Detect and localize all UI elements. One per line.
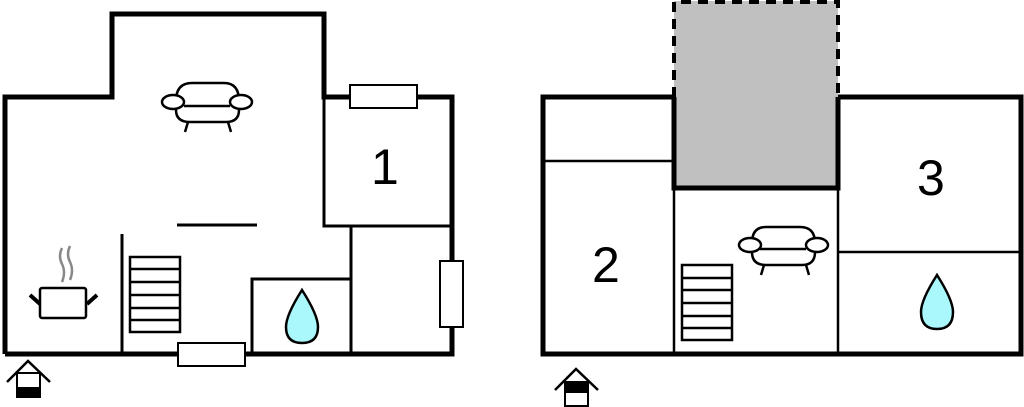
water-drop-icon	[919, 272, 955, 331]
house-entrance-upper-icon	[554, 367, 599, 407]
stairs-icon	[128, 255, 182, 334]
stairs-icon	[680, 263, 734, 342]
window-right	[439, 260, 464, 328]
water-drop-icon	[284, 287, 320, 345]
room-2-label: 2	[592, 237, 620, 293]
void-dashed-border	[672, 0, 840, 97]
void-wall	[671, 97, 841, 191]
outer-wall	[540, 94, 1024, 357]
house-entrance-ground-icon	[6, 359, 51, 398]
window-bottom	[177, 342, 246, 367]
room-1-label: 1	[371, 139, 399, 195]
void-area	[674, 1, 838, 188]
window-top	[349, 84, 418, 109]
upper-floor-plan	[540, 0, 1024, 407]
room-3-label: 3	[917, 150, 945, 206]
room1-wall	[322, 97, 452, 228]
bathroom-wall	[250, 277, 351, 354]
cooking-pot-icon	[28, 245, 99, 320]
sofa-icon	[160, 81, 254, 133]
ground-floor-plan	[2, 11, 464, 398]
sofa-icon	[737, 225, 830, 276]
